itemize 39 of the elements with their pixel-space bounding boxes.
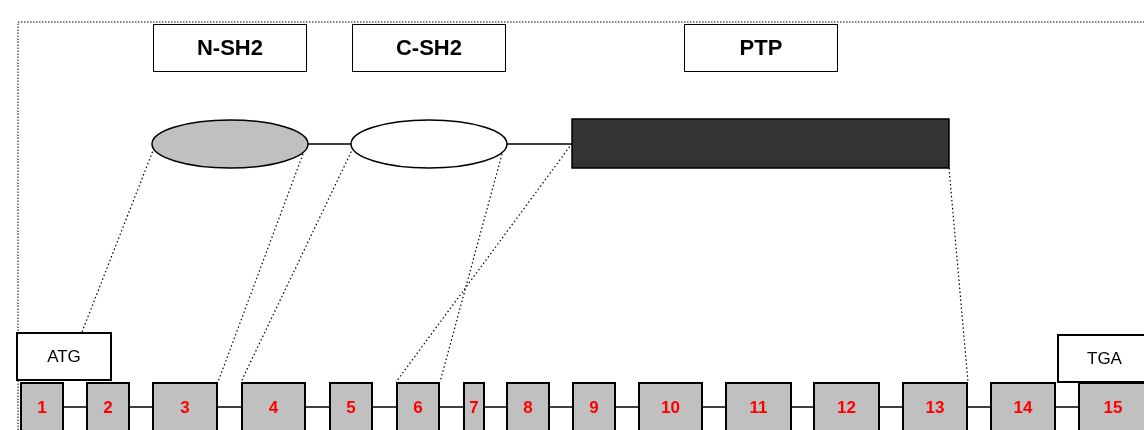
connector-line <box>615 406 639 408</box>
connector-line <box>702 406 726 408</box>
exon-box: 5 <box>329 382 373 430</box>
domain-label-box: C-SH2 <box>352 24 506 72</box>
connector-line <box>549 406 573 408</box>
exon-box: 8 <box>506 382 550 430</box>
connector-line <box>439 406 464 408</box>
codon-box: ATG <box>16 332 112 381</box>
connector-line <box>217 406 242 408</box>
connector-line <box>372 406 397 408</box>
domain-bar <box>571 118 950 169</box>
exon-box: 15 <box>1078 382 1144 430</box>
connector-line <box>129 406 153 408</box>
exon-box: 14 <box>990 382 1056 430</box>
exon-box: 2 <box>86 382 130 430</box>
exon-box: 11 <box>725 382 792 430</box>
exon-box: 12 <box>813 382 880 430</box>
connector-line <box>967 406 991 408</box>
exon-box: 6 <box>396 382 440 430</box>
connector-line <box>1055 406 1079 408</box>
exon-box: 4 <box>241 382 306 430</box>
connector-line <box>305 406 330 408</box>
exon-box: 10 <box>638 382 703 430</box>
exon-box: 13 <box>902 382 968 430</box>
exon-box: 7 <box>463 382 485 430</box>
connector-line <box>484 406 507 408</box>
mapping-line <box>217 153 304 383</box>
connector-line <box>63 406 87 408</box>
domain-label-box: PTP <box>684 24 838 72</box>
codon-box: TGA <box>1057 334 1144 383</box>
domain-ellipse <box>151 119 309 169</box>
exon-box: 1 <box>20 382 64 430</box>
domain-ellipse <box>350 119 508 169</box>
connector-line <box>879 406 903 408</box>
exon-box: 3 <box>152 382 218 430</box>
exon-box: 9 <box>572 382 616 430</box>
connector-line <box>791 406 814 408</box>
mapping-line <box>948 167 969 383</box>
domain-label-box: N-SH2 <box>153 24 307 72</box>
